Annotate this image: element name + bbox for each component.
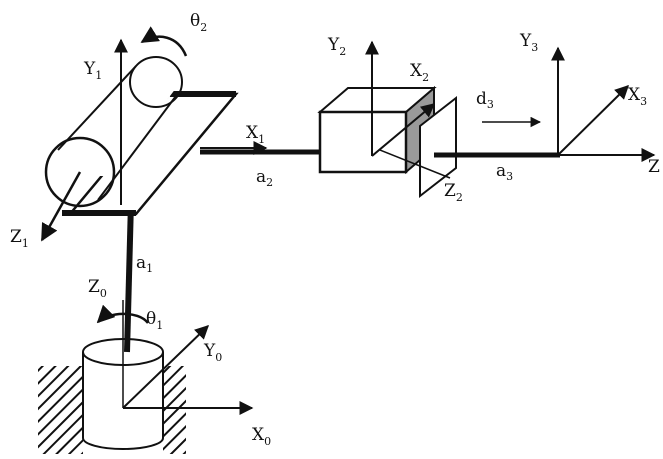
frame-3-axes	[551, 46, 656, 162]
base-cylinder	[82, 338, 164, 450]
label-d3: d3	[476, 89, 494, 111]
label-x0: X0	[252, 425, 271, 448]
label-z2: Z2	[444, 181, 463, 204]
label-x2: X2	[410, 61, 429, 84]
label-a2: a2	[256, 167, 273, 189]
theta2-rotation-arrow	[140, 26, 188, 57]
frame-0-axes	[122, 300, 254, 415]
link-a2	[200, 141, 322, 155]
joint3-prismatic-block	[317, 85, 457, 199]
label-y1: Y1	[83, 59, 102, 82]
label-y2: Y2	[327, 35, 346, 58]
label-a3: a3	[496, 161, 513, 183]
theta1-rotation-arrow	[96, 304, 149, 324]
label-a1: a1	[136, 253, 153, 275]
label-theta1: θ1	[146, 309, 163, 332]
label-z0: Z0	[88, 277, 107, 300]
label-z1: Z1	[10, 227, 29, 250]
label-x1: X1	[246, 123, 265, 146]
label-theta2: θ2	[190, 11, 207, 34]
joint2-cylinder	[40, 56, 188, 242]
label-y0: Y0	[203, 341, 222, 364]
label-x3: X3	[628, 85, 647, 108]
frame-2-axes	[365, 40, 451, 179]
label-y3: Y3	[519, 31, 538, 54]
label-z3: Z	[648, 157, 660, 177]
link-a1	[124, 201, 134, 353]
